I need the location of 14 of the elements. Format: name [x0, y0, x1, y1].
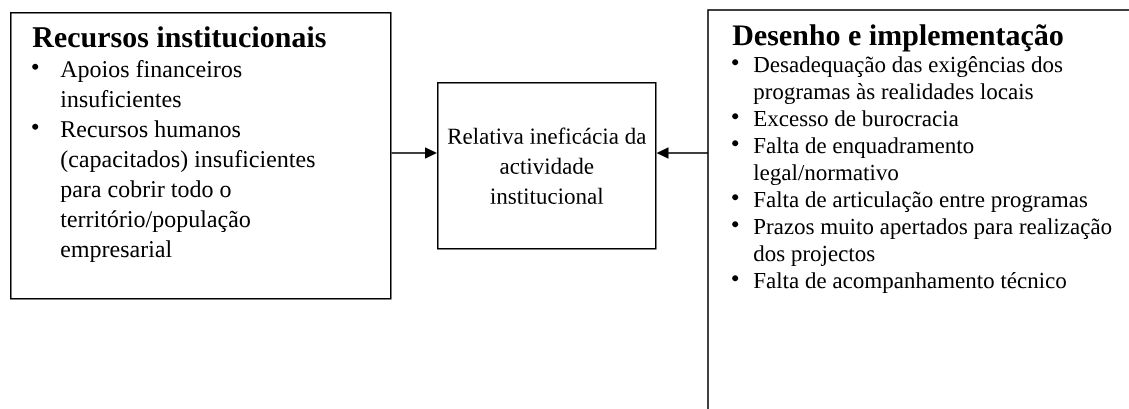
heading: Recursos institucionais	[32, 26, 326, 48]
bullet-item: Falta de acompanhamento técnico	[753, 272, 1066, 293]
list-box	[707, 9, 1129, 409]
bullet-item: Desadequação das exigências dos programas às realidades locais	[753, 56, 1063, 105]
list-box	[10, 12, 392, 300]
bullet-item: Falta de enquadramento legal/normativo	[753, 137, 974, 186]
bullet-item: Prazos muito apertados para realização dos projectos	[753, 218, 1112, 266]
bullet-item: Apoios financeiros insuficientes	[60, 60, 242, 108]
heading: Desenho e implementação	[732, 24, 1063, 52]
box-text: Relativa ineficácia da actividade institucional	[447, 127, 647, 204]
bullet-item: Recursos humanos (capacitados) insuficientes para cobrir todo o território/população empresarial	[60, 120, 315, 263]
bullet-item: Excesso de burocracia	[753, 110, 959, 127]
text-box	[437, 82, 657, 250]
bullet-item: Falta de articulação entre programas	[753, 191, 1087, 213]
